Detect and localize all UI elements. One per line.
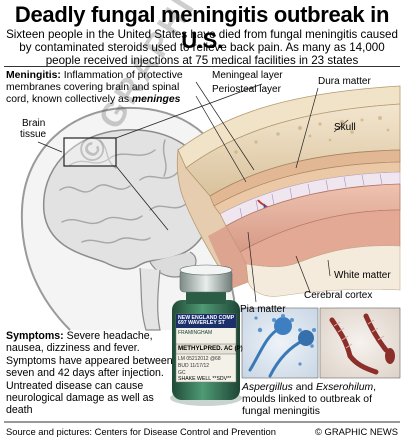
vial-shake: SHAKE WELL **SDV**	[178, 376, 232, 382]
page-title: Deadly fungal meningitis outbreak in U.S…	[14, 2, 390, 53]
symptoms-text: Symptoms: Severe headache, nausea, dizzi…	[6, 330, 176, 417]
top-divider	[4, 66, 400, 67]
zoom-line-top	[115, 83, 263, 139]
subtitle: Sixteen people in the United States have…	[6, 28, 398, 67]
vial-city: FRAMINGHAM	[178, 330, 213, 336]
pia-mater-label: Pia matter	[240, 304, 286, 315]
periosteal-layer-label: Periosteal layer	[212, 84, 281, 95]
skull-label: Skull	[334, 122, 356, 133]
dura-mater-label: Dura matter	[318, 76, 371, 87]
vial-brand: NEW ENGLAND COMP 697 WAVERLEY ST	[178, 315, 235, 326]
meningitis-definition: Meningitis: Inflammation of protective m…	[6, 70, 186, 106]
source-credit: Source and pictures: Centers for Disease…	[6, 426, 276, 437]
symptoms-body: Severe headache, nausea, dizziness and f…	[6, 330, 173, 417]
meninges-cross-section	[176, 85, 401, 297]
cerebral-cortex-label: Cerebral cortex	[304, 290, 373, 301]
zoom-line-bottom	[115, 165, 169, 231]
zoom-box	[63, 137, 117, 167]
micrograph-caption: Aspergillus and Exserohilum, moulds link…	[242, 382, 377, 417]
vial-gc: GC	[178, 370, 186, 376]
meningitis-heading: Meningitis:	[6, 70, 61, 81]
meningitis-text: Inflammation of protective membranes cov…	[6, 70, 183, 105]
meningeal-layer-label: Meningeal layer	[212, 70, 283, 81]
steroid-vial-photo	[170, 264, 242, 406]
label-leader-lines	[37, 81, 349, 303]
brain-drawing	[42, 129, 214, 331]
exserohilum-micrograph	[319, 307, 401, 379]
white-matter-label: White matter	[334, 270, 391, 281]
vial-bud: BUD 11/17/12	[178, 363, 210, 369]
vial-drug-name: METHYLPRED. AC (P)	[178, 345, 243, 352]
symptoms-heading: Symptoms:	[6, 330, 64, 342]
meninges-term: meninges	[131, 94, 181, 105]
brain-tissue-label: Brain tissue	[20, 118, 47, 140]
aspergillus-micrograph	[241, 307, 319, 379]
graphic-news-credit: © GRAPHIC NEWS	[315, 426, 398, 437]
vial-lot: LM 05212012 @68	[178, 356, 221, 362]
